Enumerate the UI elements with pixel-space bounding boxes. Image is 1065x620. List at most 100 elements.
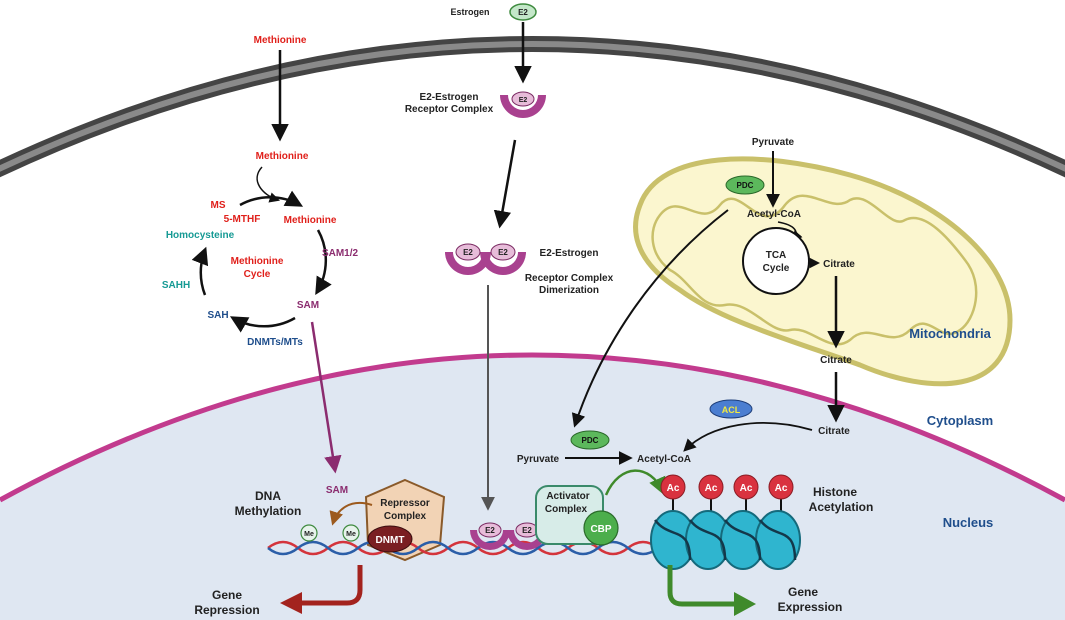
dna-bound-dimer — [470, 522, 547, 550]
methionine-mid-label: Methionine — [256, 151, 309, 162]
mito-acetylcoa-label: Acetyl-CoA — [747, 209, 801, 220]
receptor-shape — [500, 95, 546, 118]
sah-label: SAH — [207, 310, 228, 321]
methionine-cycle-center-2: Cycle — [244, 269, 271, 280]
methionine-cycle-center-1: Methionine — [231, 256, 284, 267]
estrogen-label: Estrogen — [450, 7, 489, 17]
receptor-e2-molecule — [511, 91, 535, 107]
tca-cycle-circle — [742, 227, 810, 295]
arrow-citrate-to-acetylcoa — [683, 422, 813, 452]
dna-helix — [267, 540, 659, 556]
dnmt-enzyme — [367, 525, 413, 553]
nuclear-acetylcoa-label: Acetyl-CoA — [637, 454, 691, 465]
tca-label-1: TCA — [766, 250, 787, 261]
nucleus-label: Nucleus — [943, 515, 994, 530]
dimerization-label-2: Receptor Complex — [525, 273, 614, 284]
gene-expression-arrowhead — [734, 592, 756, 616]
arrow-sam-to-nucleus — [310, 321, 342, 474]
acetyl-label-2: Ac — [705, 483, 718, 494]
receptor-complex-label-2: Receptor Complex — [405, 104, 494, 115]
mitochondrion — [633, 156, 1013, 387]
cbp-coactivator — [583, 510, 619, 546]
dimerization-label-3: Dimerization — [539, 285, 599, 296]
arrow-methionine-into-cycle — [256, 166, 281, 203]
acl-enzyme — [709, 399, 753, 419]
nuclear-sam-label: SAM — [326, 485, 348, 496]
gene-repression-label-1: Gene — [212, 588, 242, 602]
arrow-cbp-acetylation — [604, 469, 666, 496]
arrow-pdc-to-nucleus — [571, 209, 729, 428]
dna-methylation-label-2: Methylation — [235, 504, 302, 518]
nucleus-region — [0, 355, 1065, 620]
repressor-label-1: Repressor — [380, 498, 430, 509]
mthf-label: 5-MTHF — [224, 214, 261, 225]
estrogen-e2-molecule — [509, 3, 537, 21]
dna-methylation-label-1: DNA — [255, 489, 281, 503]
acetyl-tag-4 — [768, 474, 794, 500]
gene-repression-label-2: Repression — [194, 603, 259, 617]
repressor-label-2: Complex — [384, 511, 427, 522]
acetyl-label-1: Ac — [667, 483, 680, 494]
ms-label: MS — [211, 200, 226, 211]
acetyl-label-3: Ac — [740, 483, 753, 494]
dimer-e2-left: E2 — [463, 248, 473, 257]
cbp-label: CBP — [590, 524, 611, 535]
mito-citrate-label: Citrate — [823, 259, 855, 270]
methyl-label-2: Me — [346, 531, 356, 538]
arrow-receptor-to-dimer — [493, 139, 517, 229]
gene-expression-label-1: Gene — [788, 585, 818, 599]
acetyl-tag-1 — [660, 474, 686, 500]
mito-pyruvate-label: Pyruvate — [752, 137, 795, 148]
methyl-group-2 — [342, 524, 360, 542]
tca-label-2: Cycle — [763, 263, 790, 274]
sam12-label: SAM1/2 — [322, 248, 359, 259]
nuclear-pdc-label: PDC — [582, 436, 599, 445]
mitochondrion-outer-membrane — [633, 156, 1013, 387]
nuclear-envelope — [0, 352, 1065, 503]
histone-acetylation-label-1: Histone — [813, 485, 857, 499]
dna-dimer-e2-right: E2 — [522, 526, 532, 535]
cytoplasm-label: Cytoplasm — [927, 413, 993, 428]
dnmt-label: DNMT — [376, 535, 405, 546]
acetyl-tag-3 — [733, 474, 759, 500]
methionine-cycle-entry-label: Methionine — [284, 215, 337, 226]
activator-label-2: Complex — [545, 504, 588, 515]
sahh-label: SAHH — [162, 280, 190, 291]
cytosol-citrate-label: Citrate — [820, 355, 852, 366]
nuclear-pyruvate-label: Pyruvate — [517, 454, 560, 465]
acetyl-tag-2 — [698, 474, 724, 500]
mitochondrion-cristae — [651, 194, 978, 346]
acetyl-label-4: Ac — [775, 483, 788, 494]
gene-repression-arrowhead — [280, 592, 302, 614]
receptor-complex-label-1: E2-Estrogen — [420, 92, 479, 103]
arrow-methyl-transfer — [329, 502, 373, 526]
histone-acetylation-label-2: Acetylation — [809, 500, 874, 514]
sam-label: SAM — [297, 300, 319, 311]
dna-dimer-e2-left: E2 — [485, 526, 495, 535]
receptor-dimer — [445, 243, 526, 275]
dimerization-label-1: E2-Estrogen — [540, 248, 599, 259]
mito-pdc-enzyme — [725, 175, 765, 195]
gene-repression-arrow — [302, 565, 363, 606]
gene-expression-arrow — [667, 565, 736, 607]
methionine-cycle-loop — [191, 190, 332, 333]
estrogen-e2-label: E2 — [518, 8, 528, 17]
nuclear-citrate-label: Citrate — [818, 426, 850, 437]
methyl-label-1: Me — [304, 531, 314, 538]
activator-label-1: Activator — [546, 491, 589, 502]
cell-membrane-inner — [0, 41, 1065, 172]
nuclear-pdc-enzyme — [570, 430, 610, 450]
methionine-top-label: Methionine — [254, 35, 307, 46]
nucleosome-array — [650, 498, 801, 570]
mitochondria-label: Mitochondria — [909, 326, 991, 341]
homocysteine-label: Homocysteine — [166, 230, 235, 241]
dimer-e2-right: E2 — [498, 248, 508, 257]
methyl-group-1 — [300, 524, 318, 542]
mito-pdc-label: PDC — [737, 181, 754, 190]
gene-expression-label-2: Expression — [778, 600, 843, 614]
acl-label: ACL — [722, 405, 741, 415]
dnmts-label: DNMTs/MTs — [247, 337, 303, 348]
receptor-e2-label: E2 — [519, 97, 528, 104]
